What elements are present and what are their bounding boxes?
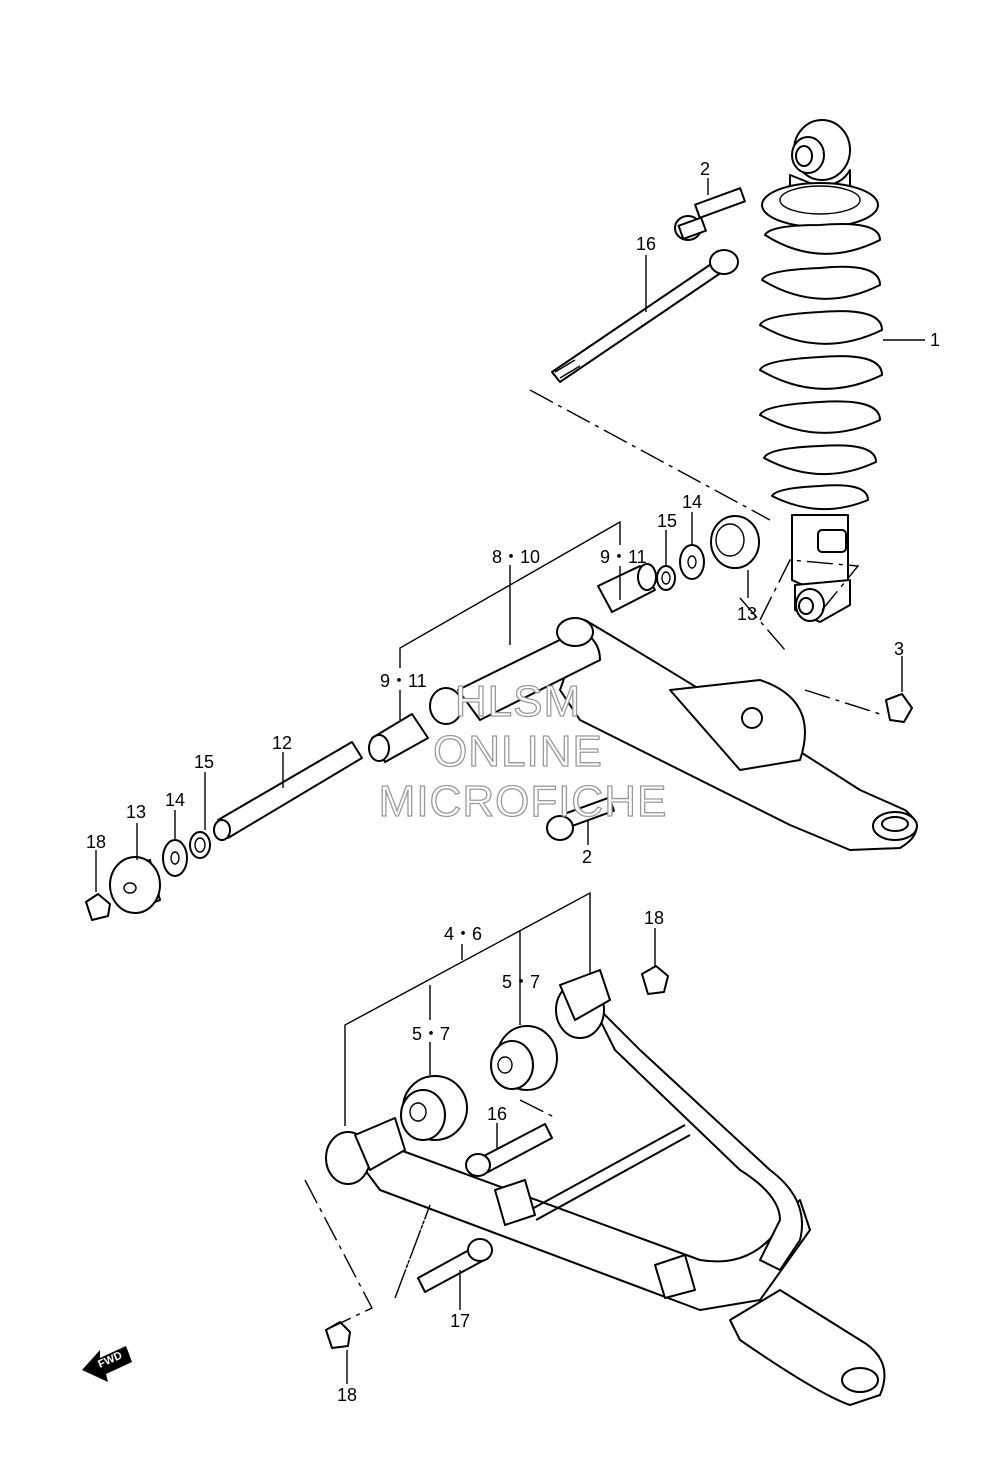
bolt-lower-arm-pivot[interactable]: [546, 796, 616, 841]
callout-14-right: 14: [682, 492, 702, 512]
nut-18-upper-left[interactable]: [85, 893, 111, 921]
callout-16-lower: 16: [487, 1104, 507, 1124]
bushing-5-7-right[interactable]: [490, 1025, 558, 1091]
callout-3: 3: [894, 639, 904, 659]
collar-right[interactable]: [597, 563, 657, 613]
callout-4-6: 4・6: [444, 924, 482, 944]
watermark-line-1: HLSM: [455, 677, 581, 726]
collar-left[interactable]: [368, 713, 429, 763]
leader-lines: [95, 178, 925, 1384]
callout-1: 1: [930, 330, 940, 350]
callout-13-right: 13: [737, 604, 757, 624]
bushing-5-7-left[interactable]: [400, 1075, 468, 1141]
watermark-line-3: MICROFICHE: [379, 777, 668, 826]
callout-12: 12: [272, 733, 292, 753]
callout-8-10: 8・10: [492, 547, 540, 567]
callout-18-bottom: 18: [337, 1385, 357, 1405]
spacer-13-right[interactable]: [710, 515, 760, 569]
fwd-arrow-icon: FWD: [82, 1346, 132, 1382]
callout-18-right: 18: [644, 908, 664, 928]
shaft-12[interactable]: [213, 741, 363, 841]
callout-9-11-right: 9・11: [600, 547, 647, 567]
bolt-16-lower[interactable]: [465, 1123, 553, 1177]
washer-14-left[interactable]: [162, 839, 188, 877]
callout-5-7-right: 5・7: [502, 972, 540, 992]
lower-a-arm[interactable]: [325, 969, 886, 1406]
upper-a-arm[interactable]: [429, 617, 918, 851]
bolt-17[interactable]: [417, 1238, 493, 1293]
washer-15-left[interactable]: [189, 831, 211, 859]
callout-15-right: 15: [657, 511, 677, 531]
spacer-13-left[interactable]: [109, 856, 161, 914]
watermark-line-2: ONLINE: [433, 727, 603, 776]
washer-15-right[interactable]: [656, 565, 676, 591]
callout-5-7-left: 5・7: [412, 1024, 450, 1044]
callout-17: 17: [450, 1311, 470, 1331]
shock-absorber[interactable]: [759, 119, 883, 623]
washer-14-right[interactable]: [679, 544, 705, 580]
callout-2-upper: 2: [700, 159, 710, 179]
callout-18-left: 18: [86, 832, 106, 852]
long-bolt-upper[interactable]: [551, 249, 739, 383]
callout-2-lower: 2: [582, 847, 592, 867]
callout-16-upper: 16: [636, 234, 656, 254]
callout-13-left: 13: [126, 802, 146, 822]
bolt-upper[interactable]: [674, 187, 746, 241]
watermark: HLSM ONLINE MICROFICHE: [378, 676, 668, 826]
callout-15-left: 15: [194, 752, 214, 772]
callout-9-11-left: 9・11: [380, 671, 427, 691]
nut-3[interactable]: [885, 693, 913, 723]
nut-18-right[interactable]: [641, 965, 669, 995]
nut-18-bottom[interactable]: [325, 1321, 351, 1349]
callout-labels: 1 2 16 14 15 8・10 9・11 13 3 9・11 12 15 1…: [86, 159, 940, 1405]
assembly-lines: [304, 389, 881, 1329]
callout-14-left: 14: [165, 790, 185, 810]
